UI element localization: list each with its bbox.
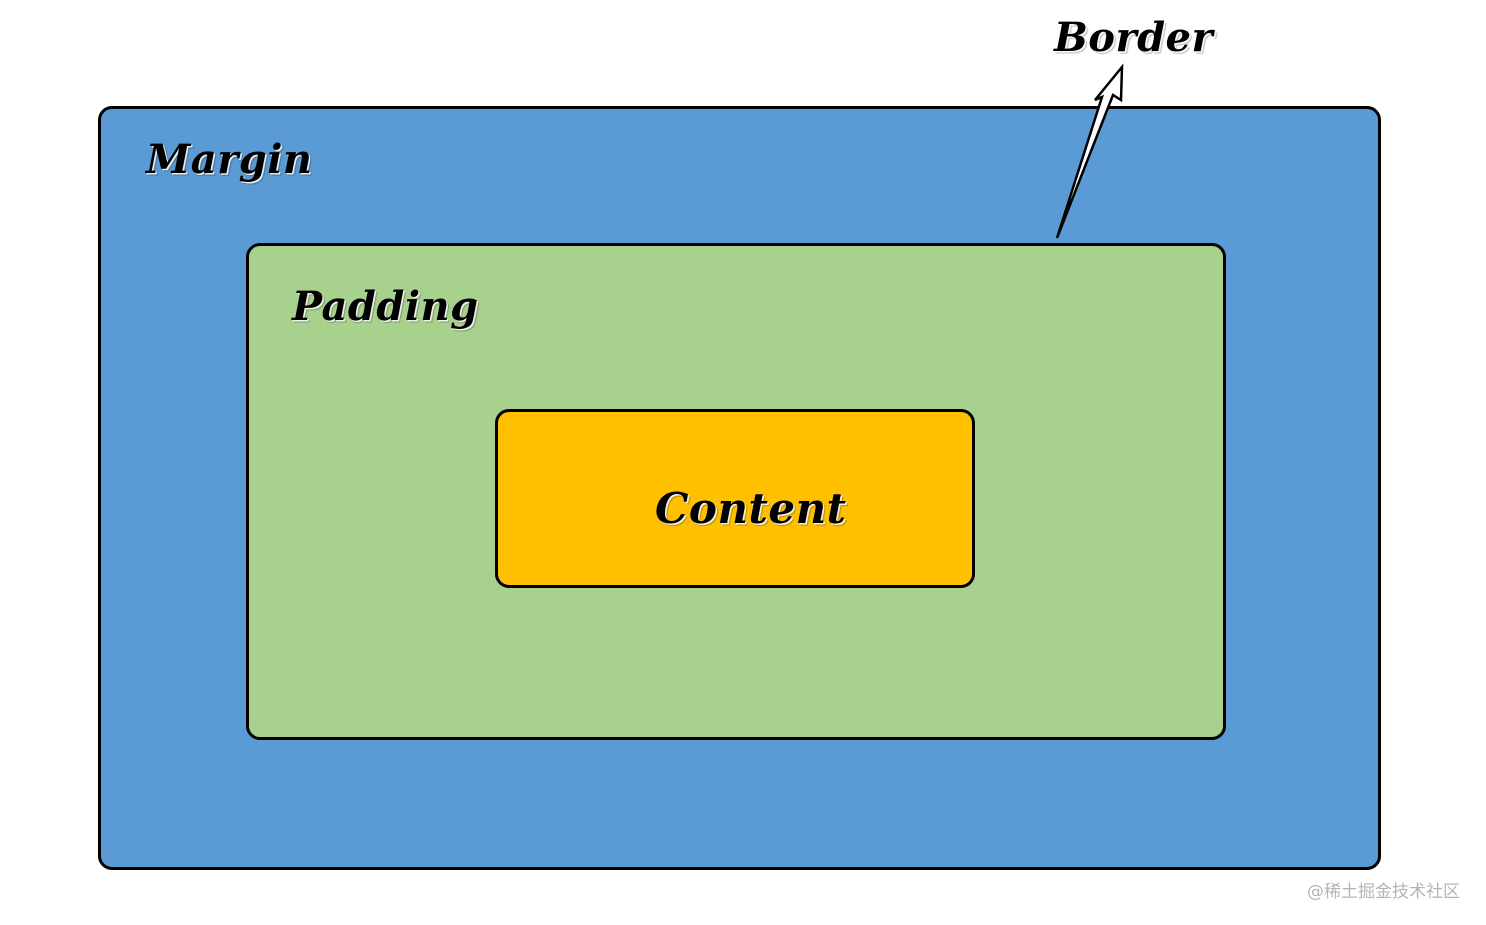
- content-label: Content: [655, 484, 847, 533]
- border-label: Border: [1054, 14, 1214, 61]
- padding-label: Padding: [292, 283, 479, 330]
- margin-label: Margin: [146, 136, 313, 183]
- border-arrow-icon: [1055, 63, 1124, 239]
- watermark: @稀土掘金技术社区: [1307, 882, 1460, 902]
- content-box: [495, 409, 975, 588]
